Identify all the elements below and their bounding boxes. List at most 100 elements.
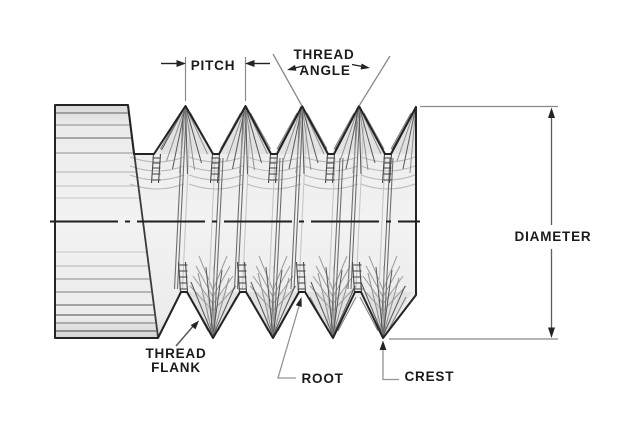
pitch-dimension: PITCH [161,57,270,101]
thread-angle-label-line2: ANGLE [299,63,350,78]
fan-line [382,277,400,337]
fan-line [272,277,290,337]
thread-flank-leader [175,323,196,347]
crest-label: CREST [405,369,455,384]
helix-edge [213,157,224,335]
valley-curve [303,156,359,163]
helix-edge [326,157,336,331]
root-callout: ROOT [277,297,344,386]
diameter-arrowhead-down [548,327,555,338]
root-label: ROOT [302,371,344,386]
diameter-dimension: DIAMETER [389,105,592,340]
fan-line [239,105,246,174]
fan-line [339,105,360,162]
fan-line [212,265,215,337]
fan-line [265,266,274,337]
helix-edge [236,107,248,290]
helix-edge [182,113,191,290]
thread-fans [161,105,417,337]
fan-line [185,105,195,171]
fan-line [352,105,360,174]
fan-line [179,105,186,174]
fan-line [382,269,393,337]
fan-line [190,281,214,337]
crest-callout: CREST [379,340,455,384]
root-leader [277,300,302,379]
pitch-label: PITCH [191,58,236,73]
flank-inner-line [359,296,379,332]
fan-line [332,277,350,337]
fan-line [272,269,283,337]
fan-line [232,105,246,170]
fan-line [245,105,255,171]
thread-flank-label-line1: THREAD [145,346,206,361]
fan-line [245,105,248,175]
valley-curve [246,156,302,163]
fan-line [332,265,335,337]
fan-line [301,105,312,171]
valley-curve [360,156,416,163]
helix-edge [176,107,188,290]
helix-edge [376,157,386,331]
thread-flank-arrowhead [190,320,199,330]
helix-edge [210,157,221,335]
fan-line [250,281,274,337]
pitch-arrowhead-left [176,60,186,67]
thread-flank-callout: THREAD FLANK [145,320,206,375]
fan-line [358,105,376,164]
fan-line [345,105,360,170]
fan-line [317,272,334,337]
valley-curve [129,165,185,172]
thread-angle-line-left [272,53,303,107]
fan-line [325,266,334,337]
fan-line [172,105,186,170]
diameter-label: DIAMETER [515,229,592,244]
fan-line [382,265,385,337]
root-bands [150,153,393,293]
fan-line [358,105,369,171]
flank-inner-line [387,296,407,332]
fan-line [332,285,356,337]
helix-edge [233,107,245,290]
helix-edge [298,113,308,290]
fan-line [295,105,303,174]
flank-inner-line [390,112,412,150]
fan-line [360,281,384,337]
helix-edge [173,107,185,290]
helix-edge [333,157,344,335]
valley-curve [188,156,244,163]
flank-inner-line [276,112,298,150]
fan-line [332,269,343,337]
diameter-arrowhead-up [548,107,555,118]
fan-line [272,265,275,337]
flank-inner-line [250,112,271,150]
fan-line [185,105,188,175]
crest-arrowhead [379,340,387,350]
fan-line [310,281,334,337]
helix-edge [380,157,391,335]
fan-line [282,105,303,162]
helix-edge [290,107,301,290]
helix-edge [206,157,216,331]
fan-line [185,105,202,164]
fan-line [212,285,236,337]
flank-inner-line [337,296,357,332]
thread-angle-arrowhead-left [287,64,297,71]
helix-edge [293,107,304,290]
helix-edge [242,113,251,290]
fan-line [226,105,246,162]
fan-line [212,269,223,337]
thread-angle-line-right [358,55,391,107]
fan-line [245,105,262,164]
fan-line [396,105,417,162]
thread-flank-label-line2: FLANK [151,360,201,375]
fan-line [358,105,362,175]
fan-line [257,272,274,337]
helix-edge [273,157,284,335]
flank-inner-line [306,112,328,150]
helix-edge [347,107,358,290]
thread-angle-arrowhead-right [360,63,370,70]
fan-line [301,105,319,164]
